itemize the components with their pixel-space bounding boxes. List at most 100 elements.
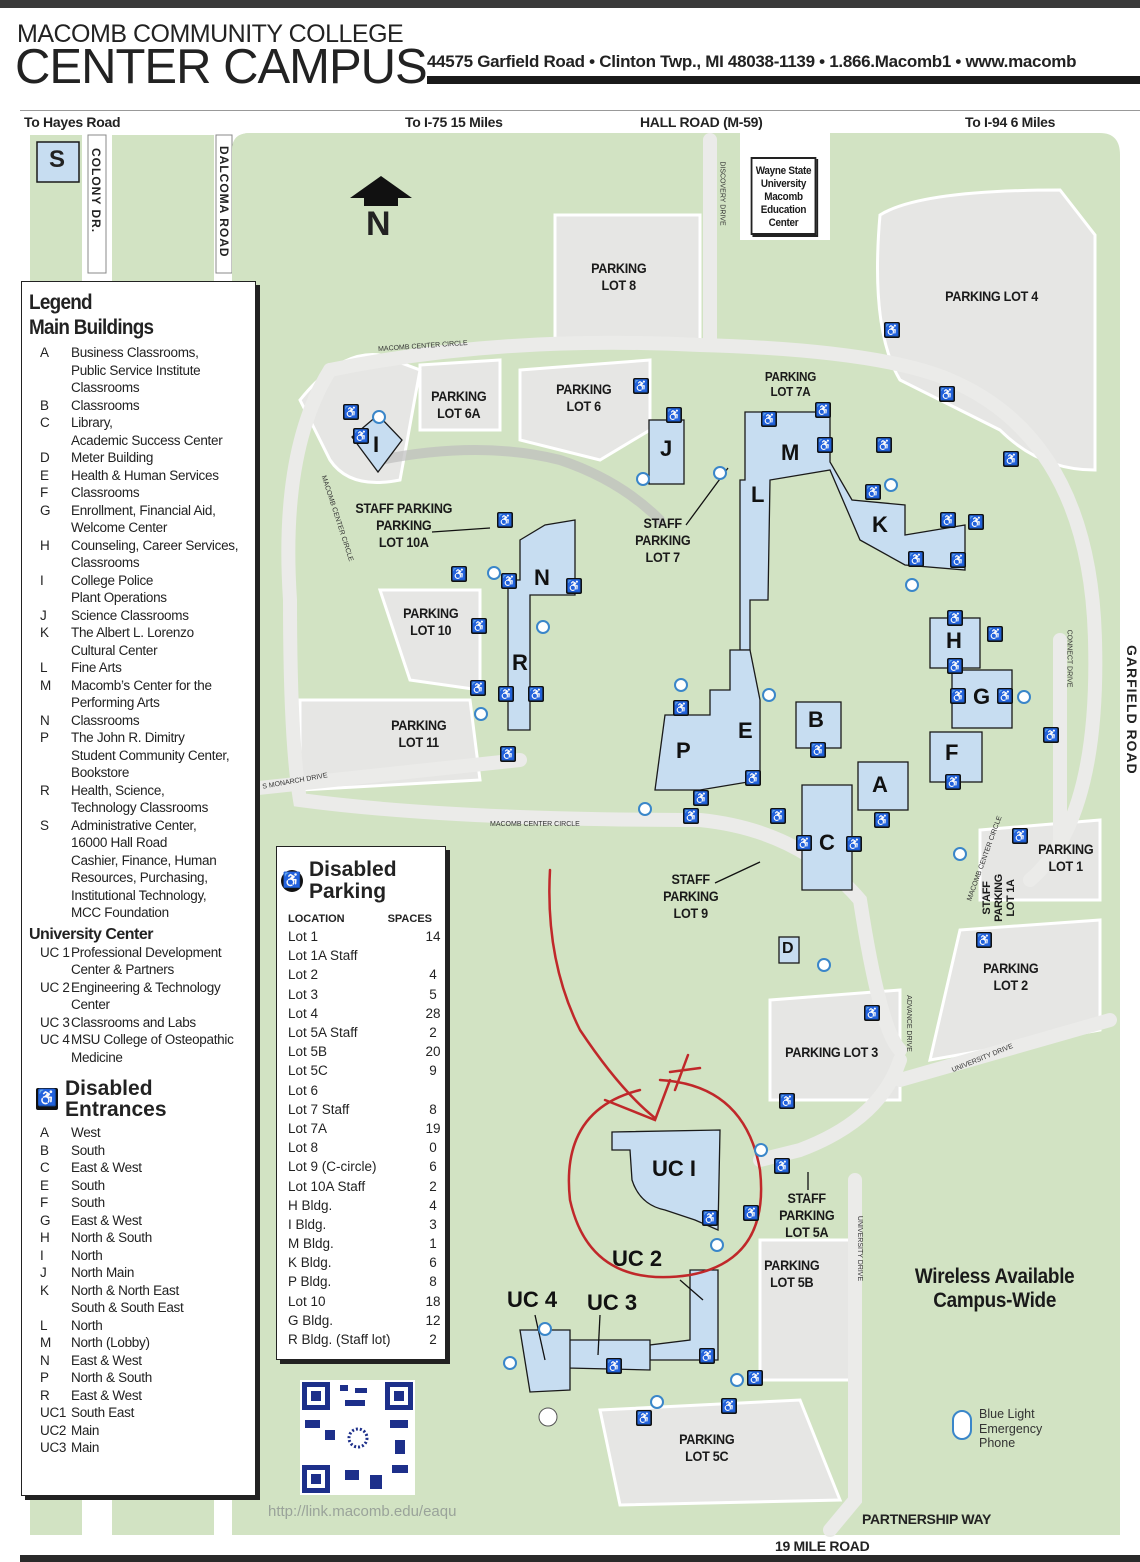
blue-light-phone-icon (762, 688, 776, 702)
building-label-i[interactable]: I (373, 432, 380, 457)
building-label-m[interactable]: M (781, 440, 800, 465)
wireless-note: Wireless Available Campus-Wide (914, 1265, 1075, 1312)
legend-key: C (40, 1160, 50, 1175)
legend-key: G (40, 502, 51, 518)
building-label-l[interactable]: L (751, 482, 765, 507)
arrow-uc2 (679, 1279, 704, 1301)
building-label-k[interactable]: K (872, 512, 888, 537)
lot-6 (518, 358, 652, 462)
building-label-p[interactable]: P (676, 738, 691, 763)
table-row: I Bldg.3 (288, 1215, 441, 1234)
wheelchair-icon: ♿ (865, 484, 881, 500)
wheelchair-icon: ♿ (770, 808, 786, 824)
wheelchair-icon: ♿ (501, 573, 517, 589)
building-label-f[interactable]: F (945, 740, 959, 765)
wheelchair-icon: ♿ (747, 1370, 763, 1386)
url-text[interactable]: http://link.macomb.edu/eaqu (268, 1503, 457, 1520)
wheelchair-icon: ♿ (947, 658, 963, 674)
building-label-uc3[interactable]: UC 3 (587, 1290, 638, 1315)
legend-key: N (40, 712, 50, 728)
spaces-cell (391, 946, 441, 965)
wheelchair-icon: ♿ (987, 626, 1003, 642)
legend-key: E (40, 467, 49, 483)
blue-light-phone-icon (754, 1143, 768, 1157)
legend-value: South (71, 1142, 105, 1158)
building-label-d[interactable]: D (782, 940, 794, 957)
wheelchair-icon: ♿ (876, 437, 892, 453)
legend-value: College Police Plant Operations (71, 572, 167, 606)
lot-label-11: PARKING LOT 11 (391, 717, 447, 750)
location-cell: Lot 9 (C-circle) (288, 1159, 377, 1175)
spaces-cell: 5 (429, 986, 437, 1002)
wheelchair-icon: ♿ (796, 835, 812, 851)
building-label-a[interactable]: A (872, 772, 888, 797)
legend-key: P (40, 730, 49, 745)
wheelchair-icon: ♿ (281, 870, 303, 892)
legend-key: UC3 (40, 1440, 67, 1455)
building-label-h[interactable]: H (946, 628, 962, 653)
spaces-cell: 4 (429, 967, 437, 983)
location-cell: P Bldg. (288, 1274, 332, 1290)
legend-key: UC 1 (40, 944, 70, 960)
building-uc4 (519, 1329, 571, 1393)
wheelchair-icon: ♿ (353, 428, 369, 444)
spaces-cell: 8 (429, 1274, 437, 1290)
building-d (778, 936, 800, 964)
north-arrow-icon (350, 176, 412, 206)
column-header-spaces: SPACES (387, 913, 432, 925)
college-name: MACOMB COMMUNITY COLLEGE (17, 20, 404, 48)
spaces-cell: 14 (425, 929, 441, 945)
spaces-cell: 0 (429, 1140, 437, 1156)
wheelchair-icon: ♿ (997, 688, 1013, 704)
spaces-cell: 9 (429, 1063, 437, 1079)
table-row: Lot 9 (C-circle)6 (288, 1157, 441, 1176)
wheelchair-icon: ♿ (566, 578, 582, 594)
spaces-cell: 2 (429, 1178, 437, 1194)
building-label-c[interactable]: C (819, 830, 835, 855)
legend-value: West (71, 1125, 101, 1140)
red-annotation (548, 868, 763, 1279)
blue-light-phone-icon (636, 472, 650, 486)
legend-key: F (40, 1195, 48, 1210)
wheelchair-icon: ♿ (1043, 727, 1059, 743)
lot-label-8: PARKING LOT 8 (591, 260, 647, 293)
lot-label-9: STAFF PARKING LOT 9 (663, 871, 719, 921)
wheelchair-icon: ♿ (528, 686, 544, 702)
building-label-n[interactable]: N (534, 565, 550, 590)
building-label-r[interactable]: R (512, 650, 528, 675)
building-label-uc1[interactable]: UC I (652, 1156, 696, 1181)
blue-light-phone-icon (650, 1395, 664, 1409)
spaces-cell: 2 (429, 1332, 437, 1348)
legend-value: North & South (71, 1370, 152, 1385)
location-cell: Lot 2 (288, 967, 319, 983)
building-label-b[interactable]: B (808, 707, 824, 732)
location-cell: I Bldg. (288, 1216, 327, 1232)
blue-light-phone-icon (817, 958, 831, 972)
wheelchair-icon: ♿ (968, 514, 984, 530)
table-row: Lot 2 4 (288, 965, 441, 984)
building-label-uc2[interactable]: UC 2 (612, 1246, 663, 1271)
wheelchair-icon: ♿ (950, 688, 966, 704)
building-label-uc4[interactable]: UC 4 (507, 1287, 558, 1312)
legend-value: Health, Science, Technology Classrooms (71, 782, 209, 816)
building-label-j[interactable]: J (660, 436, 673, 461)
spaces-cell: 8 (429, 1101, 437, 1117)
building-label-e[interactable]: E (738, 718, 753, 743)
building-label-g[interactable]: G (973, 684, 991, 709)
legend-value: North (71, 1247, 103, 1263)
building-p-e (654, 649, 761, 791)
building-j (648, 419, 685, 485)
